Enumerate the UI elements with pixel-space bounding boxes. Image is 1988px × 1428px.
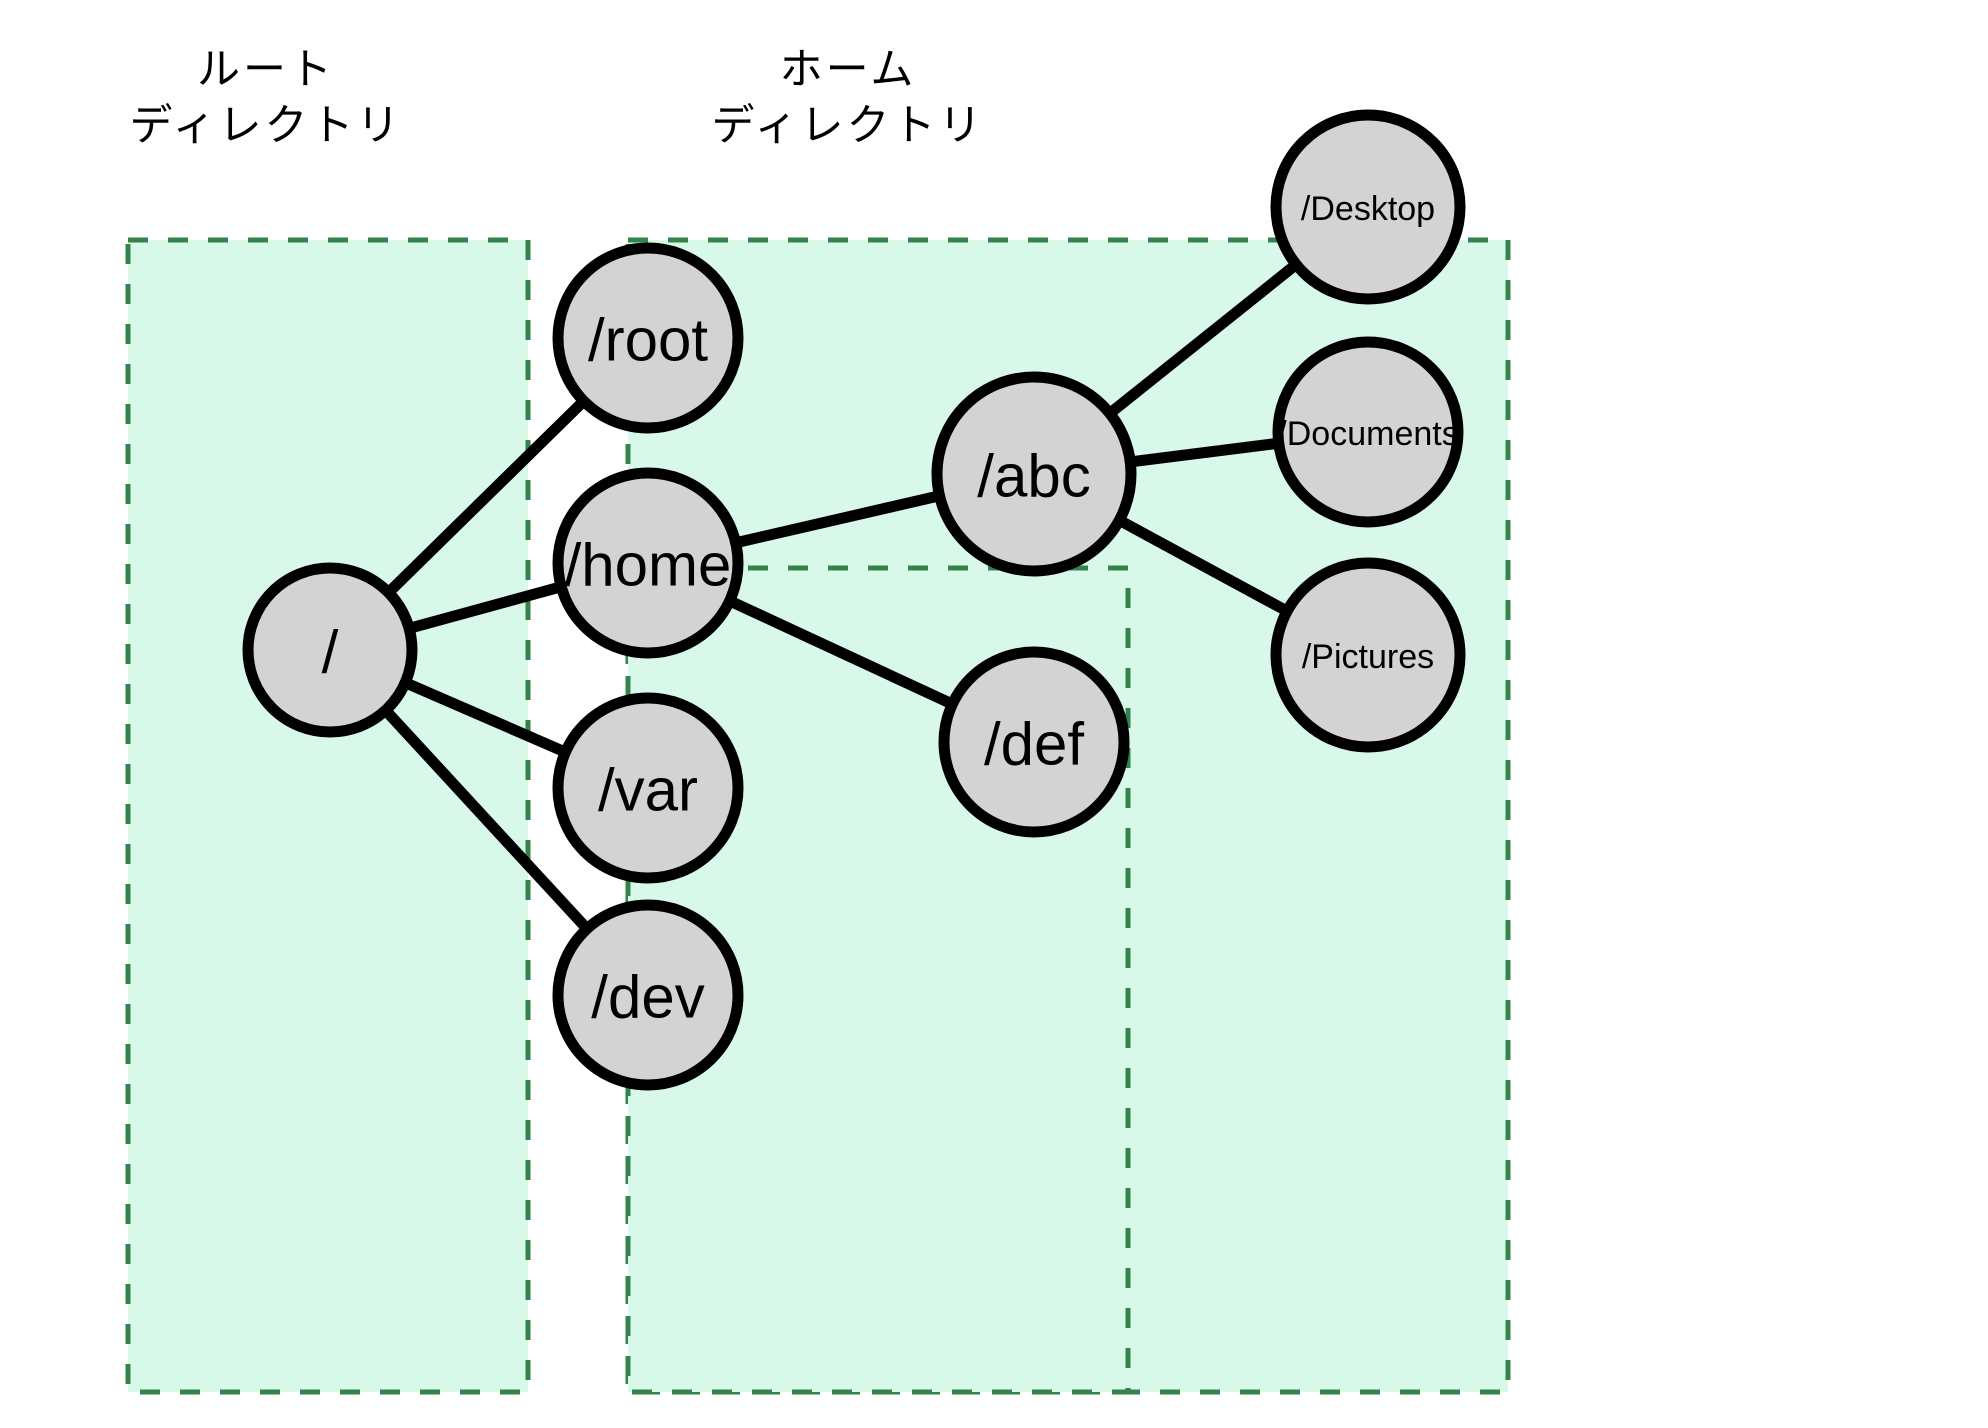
edge-abc-to-pictures [1114,513,1293,618]
node-dev-label: /dev [591,964,704,1031]
node-root-label: / [322,619,339,686]
edge-root-to-home [404,580,566,635]
home-dir-caption-line1: ホーム [780,46,917,94]
node-abc-label: /abc [977,443,1090,510]
node-pictures-label: /Pictures [1302,638,1434,676]
node-abc[interactable]: /abc [931,371,1137,577]
node-def-circle[interactable] [938,646,1130,838]
node-home-label: /home [565,532,732,599]
node-root[interactable]: / [242,562,418,738]
edge-home-to-def [724,594,958,711]
node-var-circle[interactable] [552,692,744,884]
node-var[interactable]: /var [552,692,744,884]
edge-root-to-root [382,395,590,599]
node-root-circle[interactable] [242,562,418,738]
node-root-home[interactable]: /root [552,242,744,434]
node-desktop[interactable]: /Desktop [1270,109,1466,305]
node-documents[interactable]: /Documents [1272,336,1464,528]
node-pictures[interactable]: /Pictures [1270,557,1466,753]
node-def[interactable]: /def [938,646,1130,838]
edge-abc-to-documents [1126,437,1283,468]
edge-layer [379,258,1302,935]
node-pictures-circle[interactable] [1270,557,1466,753]
edge-root-to-var [400,676,571,759]
home-dir-caption-line2: ディレクトリ [712,102,985,150]
node-dev-circle[interactable] [552,899,744,1091]
root-dir-caption-line2: ディレクトリ [130,102,403,150]
node-desktop-label: /Desktop [1301,190,1435,228]
node-root-home-circle[interactable] [552,242,744,434]
edge-root-to-dev [379,704,594,935]
node-layer: / /root/home/var/dev/abc/def/Desktop/Docu… [242,109,1466,1091]
node-abc-circle[interactable] [931,371,1137,577]
root-dir-caption-line1: ルート [197,46,335,94]
node-dev[interactable]: /dev [552,899,744,1091]
node-def-label: /def [984,711,1084,778]
edge-home-to-abc [731,489,944,549]
node-home-circle[interactable] [552,467,744,659]
node-var-label: /var [598,757,698,824]
node-root-home-label: /root [588,307,708,374]
node-documents-label: /Documents [1277,415,1458,453]
node-home[interactable]: /home [552,467,744,659]
node-documents-circle[interactable] [1272,336,1464,528]
node-desktop-circle[interactable] [1270,109,1466,305]
root-directory-region [125,237,531,1395]
edge-abc-to-desktop [1103,258,1302,420]
